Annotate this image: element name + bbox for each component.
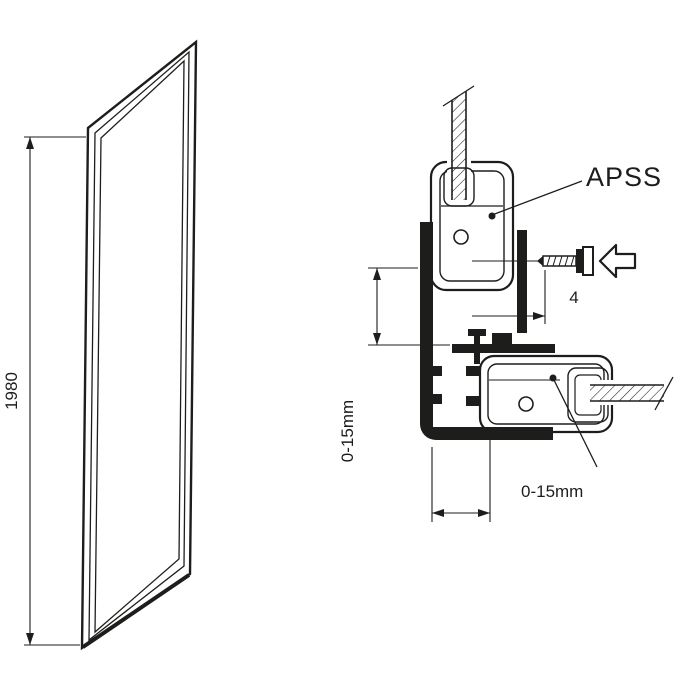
lower-screw-hole <box>518 396 534 412</box>
panel-outer-frame <box>80 39 198 651</box>
break-line-right <box>654 376 674 411</box>
screw-head <box>576 249 583 273</box>
height-label: 1980 <box>2 372 21 410</box>
lower-leader-line <box>552 377 598 468</box>
dim-arrow-up-icon <box>26 137 34 149</box>
screw-thread <box>564 255 569 267</box>
clamp-assembly <box>452 329 555 364</box>
apss-label: APSS <box>586 162 662 192</box>
detail-view: APSS <box>338 85 674 522</box>
glass-hatch-right <box>590 385 664 401</box>
screw-thread <box>546 255 551 267</box>
dim-arrow-up-icon <box>373 268 381 280</box>
hook-tooth-1 <box>466 366 480 376</box>
screw-gap-dimension: 4 <box>472 270 579 324</box>
fixed-panel-bar <box>517 230 527 333</box>
horizontal-adjust-dimension: 0-15mm <box>431 437 583 522</box>
dim-arrow-right-icon <box>478 509 490 517</box>
panel-glass-edge <box>94 59 185 634</box>
panel-front-view <box>80 39 198 651</box>
vertical-screw-head <box>468 329 486 336</box>
direction-arrow-icon <box>598 243 637 279</box>
snap-tooth-1 <box>433 366 442 376</box>
dim-arrow-down-icon <box>26 633 34 645</box>
horizontal-adjust-label: 0-15mm <box>521 482 583 501</box>
screw-tip <box>537 256 543 266</box>
wall-glass-section <box>442 85 475 200</box>
fixing-screw <box>537 243 637 279</box>
lower-profile-callout <box>549 374 598 468</box>
dim-arrow-right-icon <box>533 312 545 320</box>
panel-frame-inner-line <box>88 50 190 642</box>
vertical-adjust-label: 0-15mm <box>338 400 357 462</box>
break-line-top <box>442 85 475 107</box>
apss-leader-dot <box>488 212 496 220</box>
clamp-block <box>492 333 512 344</box>
dim-arrow-down-icon <box>373 333 381 345</box>
profile-screw-hole <box>453 229 469 245</box>
height-dimension: 1980 <box>2 136 86 646</box>
wall-profile-black <box>420 222 553 440</box>
clamp-bar <box>452 344 555 353</box>
glass-hatch <box>452 91 466 200</box>
side-glass-section <box>590 376 674 411</box>
screw-thread <box>570 255 575 267</box>
top-profile <box>429 150 515 292</box>
screw-gap-label: 4 <box>569 288 578 307</box>
apss-callout: APSS <box>488 162 662 220</box>
screw-head-bracket <box>582 246 594 276</box>
hook-tooth-2 <box>466 396 480 406</box>
screw-thread <box>558 255 563 267</box>
apss-leader-line <box>491 180 583 216</box>
dim-arrow-left-icon <box>432 509 444 517</box>
snap-tooth-2 <box>433 394 442 404</box>
screw-thread <box>552 255 557 267</box>
panel-bottom-rail <box>81 573 191 649</box>
top-profile-details <box>441 205 543 262</box>
vertical-adjust-dimension: 0-15mm <box>338 267 450 462</box>
